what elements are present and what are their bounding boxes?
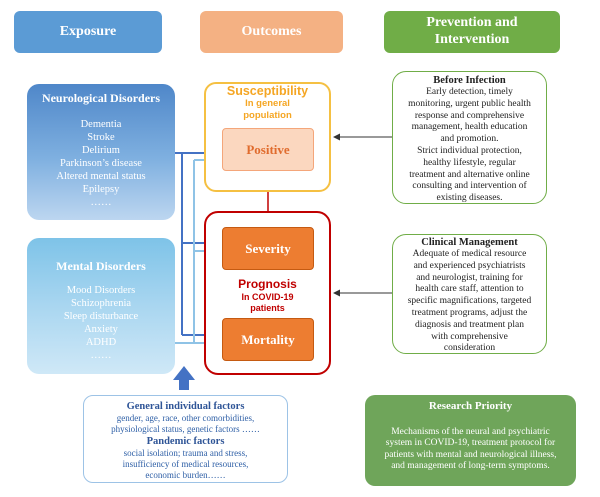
research-priority-box: Research Priority Mechanisms of the neur…: [365, 395, 576, 486]
mental-item: ADHD: [85, 337, 117, 348]
before-infection-line: monitoring, urgent public health: [408, 98, 531, 109]
before-infection-line: Strict individual protection,: [417, 145, 522, 156]
clinical-line: consideration: [443, 343, 496, 354]
before-infection-line: response and comprehensive: [414, 110, 525, 121]
neuro-item: ……: [90, 197, 112, 208]
neuro-item: Parkinson’s disease: [60, 158, 142, 169]
clinical-line: with comprehensive: [431, 331, 508, 342]
before-infection-line: existing diseases.: [436, 193, 503, 204]
clinical-line: treatment programs, adjust the: [411, 307, 528, 318]
factors-box: General individual factors gender, age, …: [83, 395, 288, 483]
mental-disorders-panel: Mental Disorders Mood Disorders Schizoph…: [27, 238, 175, 374]
header-exposure: Exposure: [14, 11, 162, 53]
prognosis-subtitle: In COVID-19 patients: [241, 292, 294, 313]
severity-box: Severity: [222, 227, 314, 270]
neuro-item: Dementia: [80, 119, 122, 130]
susceptibility-title: Susceptibility: [226, 84, 309, 98]
neurological-disorders-panel: Neurological Disorders Dementia Stroke D…: [27, 84, 175, 220]
header-exposure-label: Exposure: [59, 23, 117, 39]
neuro-item: Epilepsy: [82, 184, 120, 195]
clinical-management-title: Clinical Management: [421, 237, 518, 248]
pandemic-factors-line: social isolation; trauma and stress,: [123, 448, 248, 458]
clinical-line: specific magnifications, targeted: [407, 296, 532, 307]
positive-label: Positive: [246, 141, 290, 157]
pandemic-factors-line: insufficiency of medical resources,: [122, 459, 249, 469]
susceptibility-subtitle: In general population: [243, 98, 292, 121]
before-infection-box: Before Infection Early detection, timely…: [392, 71, 547, 204]
pandemic-factors-title: Pandemic factors: [146, 436, 225, 447]
clinical-line: health care staff, attention to: [415, 284, 524, 295]
before-infection-line: management, health education: [411, 122, 528, 133]
prognosis-title: Prognosis: [238, 277, 297, 291]
mortality-label: Mortality: [241, 331, 295, 347]
before-infection-line: treatment and alternative online: [409, 169, 530, 180]
research-line: system in COVID-19, treatment protocol f…: [385, 438, 556, 448]
mental-title: Mental Disorders: [56, 259, 146, 273]
clinical-line: diagnosis and treatment plan: [415, 319, 524, 330]
header-outcomes-label: Outcomes: [241, 23, 302, 39]
mental-item: Schizophrenia: [70, 298, 132, 309]
research-line: and management of long-term symptoms.: [391, 461, 550, 471]
individual-factors-title: General individual factors: [126, 401, 245, 412]
research-priority-title: Research Priority: [428, 400, 513, 412]
clinical-line: and experienced psychiatrists: [413, 260, 526, 271]
before-infection-line: Early detection, timely: [426, 87, 513, 97]
mental-item: Mood Disorders: [66, 285, 136, 296]
neurological-title: Neurological Disorders: [41, 91, 161, 105]
research-line: patients with mental and neurological il…: [384, 449, 557, 460]
individual-factors-line: physiological status, genetic factors ……: [111, 424, 260, 434]
header-prevention-label: Prevention and Intervention: [426, 15, 518, 47]
individual-factors-line: gender, age, race, other comorbidities,: [116, 413, 255, 423]
neuro-item: Delirium: [82, 145, 120, 156]
pandemic-factors-line: economic burden……: [145, 470, 226, 480]
neuro-item: Stroke: [87, 132, 115, 143]
before-infection-line: and promotion.: [440, 134, 499, 145]
neuro-item: Altered mental status: [56, 171, 146, 182]
mental-item: Anxiety: [84, 324, 118, 335]
before-infection-title: Before Infection: [433, 75, 506, 86]
before-infection-line: healthy lifestyle, regular: [423, 157, 516, 168]
clinical-line: and neurologist, training for: [416, 272, 523, 283]
research-line: Mechanisms of the neural and psychiatric: [391, 426, 550, 437]
clinical-line: Adequate of medical resource: [412, 249, 527, 259]
positive-box: Positive: [222, 128, 314, 171]
up-arrow-icon: [173, 366, 195, 390]
mortality-box: Mortality: [222, 318, 314, 361]
header-prevention: Prevention and Intervention: [384, 11, 560, 53]
severity-label: Severity: [245, 240, 291, 256]
before-infection-line: consulting and intervention of: [412, 181, 527, 192]
clinical-management-box: Clinical Management Adequate of medical …: [392, 234, 547, 354]
mental-item: Sleep disturbance: [63, 311, 139, 322]
mental-item: ……: [90, 350, 112, 361]
header-outcomes: Outcomes: [200, 11, 343, 53]
